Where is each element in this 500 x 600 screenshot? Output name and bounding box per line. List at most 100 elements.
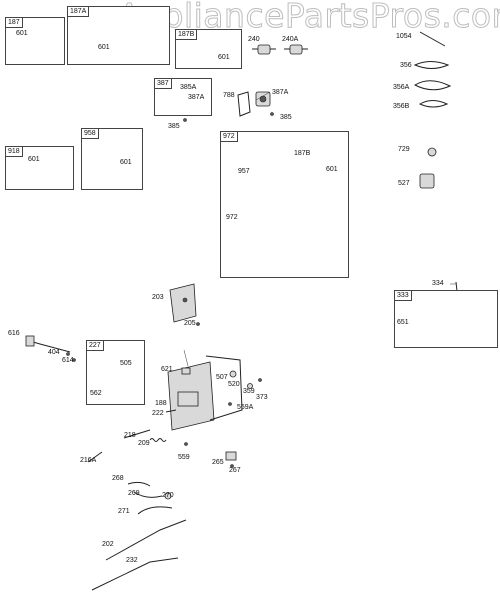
label-788: 788 — [223, 92, 235, 99]
part-356a-clamp[interactable] — [413, 80, 452, 91]
label-385: 385 — [280, 114, 292, 121]
label-601: 601 — [98, 44, 110, 51]
label-202: 202 — [102, 541, 114, 548]
box-972-tag: 972 — [221, 132, 238, 142]
label-621: 621 — [161, 366, 173, 373]
label-268: 268 — [112, 475, 124, 482]
part-203-bracket[interactable] — [169, 283, 197, 323]
label-559a: 559A — [237, 404, 254, 411]
part-385-screw[interactable] — [183, 118, 187, 122]
label-216a: 216A — [80, 457, 97, 464]
part-222-link[interactable] — [165, 409, 177, 413]
part-270-clamp[interactable] — [164, 492, 172, 500]
part-527-bracket[interactable] — [419, 173, 435, 189]
part-218-link[interactable] — [123, 429, 151, 439]
label-359: 359 — [243, 388, 255, 395]
label-616: 616 — [8, 330, 20, 337]
part-404-nut[interactable] — [66, 352, 70, 356]
part-188-control-bracket[interactable] — [167, 361, 215, 431]
part-267-screw[interactable] — [230, 464, 234, 468]
label-203: 203 — [152, 294, 164, 301]
label-271: 271 — [118, 508, 130, 515]
label-240a: 240A — [282, 36, 299, 43]
part-269-cable[interactable] — [133, 491, 163, 498]
label-387a: 387A — [272, 89, 289, 96]
box-227: 227 — [86, 340, 145, 405]
label-601: 601 — [218, 54, 230, 61]
label-729: 729 — [398, 146, 410, 153]
part-265-clip[interactable] — [225, 451, 237, 461]
label-356: 356 — [400, 62, 412, 69]
label-601: 601 — [326, 166, 338, 173]
label-385a: 385A — [180, 84, 197, 91]
label-187b: 187B — [294, 150, 311, 157]
box-333: 333 — [394, 290, 498, 348]
part-1054-cable-tie[interactable] — [419, 31, 446, 47]
part-271-link[interactable] — [137, 506, 173, 515]
label-387a: 387A — [188, 94, 205, 101]
label-651: 651 — [397, 319, 409, 326]
box-187a-tag: 187A — [68, 7, 90, 17]
part-240a-fuel-filter[interactable] — [284, 44, 308, 55]
label-209: 209 — [138, 440, 150, 447]
box-187b-tag: 187B — [176, 30, 198, 40]
label-222: 222 — [152, 410, 164, 417]
box-972: 972 — [220, 131, 349, 278]
part-729-fitting[interactable] — [427, 147, 437, 157]
part-216a-link[interactable] — [87, 451, 103, 463]
part-373-screw[interactable] — [258, 378, 262, 382]
part-268-cable[interactable] — [127, 481, 151, 487]
label-505: 505 — [120, 360, 132, 367]
part-202-rod[interactable] — [105, 519, 187, 561]
part-621-lever[interactable] — [181, 367, 191, 375]
label-188: 188 — [155, 400, 167, 407]
box-958: 958 — [81, 128, 143, 190]
part-356b-clamp[interactable] — [418, 100, 449, 108]
label-614: 614 — [62, 357, 74, 364]
label-267: 267 — [229, 467, 241, 474]
part-240-fuel-filter[interactable] — [252, 44, 276, 55]
box-387: 387 — [154, 78, 212, 116]
label-218: 218 — [124, 432, 136, 439]
part-788-bracket[interactable] — [237, 91, 251, 117]
part-387a-primer[interactable] — [255, 91, 271, 107]
label-507: 507 — [216, 374, 228, 381]
label-404: 404 — [48, 349, 60, 356]
part-205-screw[interactable] — [196, 322, 200, 326]
label-205: 205 — [184, 320, 196, 327]
label-269: 269 — [128, 490, 140, 497]
label-957: 957 — [238, 168, 250, 175]
label-270: 270 — [162, 492, 174, 499]
part-507-bracket[interactable] — [205, 355, 243, 421]
label-265: 265 — [212, 459, 224, 466]
label-562: 562 — [90, 390, 102, 397]
part-356-clamp[interactable] — [413, 61, 450, 69]
label-356a: 356A — [393, 84, 410, 91]
part-616-lever[interactable] — [25, 335, 71, 353]
part-359-washer[interactable] — [247, 383, 253, 389]
box-187-tag: 187 — [6, 18, 23, 28]
part-559a-screw[interactable] — [228, 402, 232, 406]
label-520: 520 — [228, 381, 240, 388]
part-520-nut[interactable] — [229, 370, 237, 378]
label-356b: 356B — [393, 103, 410, 110]
box-333-tag: 333 — [395, 291, 412, 301]
label-232: 232 — [126, 557, 138, 564]
part-232-rod[interactable] — [91, 557, 179, 591]
label-601: 601 — [28, 156, 40, 163]
label-601: 601 — [120, 159, 132, 166]
part-385-screw-b[interactable] — [270, 112, 274, 116]
label-527: 527 — [398, 180, 410, 187]
label-385: 385 — [168, 123, 180, 130]
box-918-tag: 918 — [6, 147, 23, 157]
label-373: 373 — [256, 394, 268, 401]
box-187: 187 — [5, 17, 65, 65]
box-187b: 187B — [175, 29, 242, 69]
part-559-screw[interactable] — [184, 442, 188, 446]
part-614-washer[interactable] — [72, 358, 76, 362]
label-972: 972 — [226, 214, 238, 221]
part-209-spring[interactable] — [149, 438, 167, 442]
label-240: 240 — [248, 36, 260, 43]
label-601: 601 — [16, 30, 28, 37]
label-559: 559 — [178, 454, 190, 461]
